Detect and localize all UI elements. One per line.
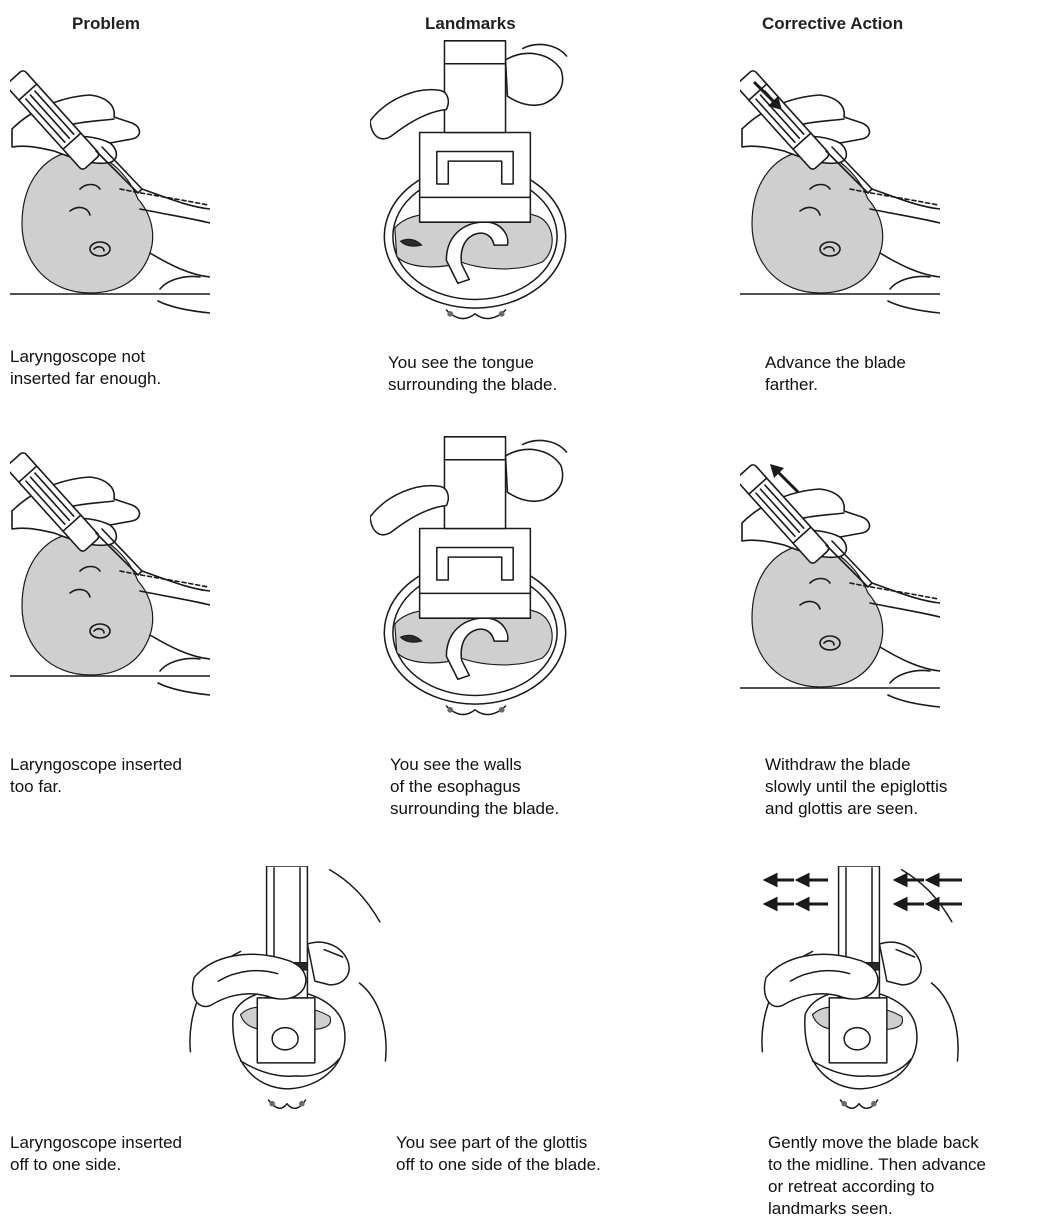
caption-problem-1: Laryngoscope not inserted far enough. <box>10 346 161 390</box>
infant-head-laryngoscope-side-view-illustration <box>10 38 210 330</box>
infant-head-laryngoscope-side-view-illustration <box>10 420 210 712</box>
laryngoscope-blade-mouth-view-illustration <box>370 430 580 730</box>
header-corrective-action: Corrective Action <box>762 14 903 34</box>
caption-corrective-2: Withdraw the blade slowly until the epig… <box>765 754 947 820</box>
laryngoscope-blade-front-view-illustration <box>182 866 392 1126</box>
header-problem: Problem <box>72 14 140 34</box>
caption-problem-3: Laryngoscope inserted off to one side. <box>10 1132 182 1176</box>
caption-landmarks-1: You see the tongue surrounding the blade… <box>388 352 557 396</box>
caption-problem-2: Laryngoscope inserted too far. <box>10 754 182 798</box>
caption-landmarks-2: You see the walls of the esophagus surro… <box>390 754 559 820</box>
caption-landmarks-3: You see part of the glottis off to one s… <box>396 1132 601 1176</box>
header-landmarks: Landmarks <box>425 14 516 34</box>
arrow-down-right-icon <box>752 80 786 114</box>
caption-corrective-3: Gently move the blade back to the midlin… <box>768 1132 986 1220</box>
arrow-up-left-icon <box>768 462 802 496</box>
arrows-left-icon <box>892 874 964 910</box>
caption-corrective-1: Advance the blade farther. <box>765 352 906 396</box>
laryngoscope-blade-mouth-view-illustration <box>370 38 580 330</box>
arrows-left-icon <box>764 874 834 910</box>
